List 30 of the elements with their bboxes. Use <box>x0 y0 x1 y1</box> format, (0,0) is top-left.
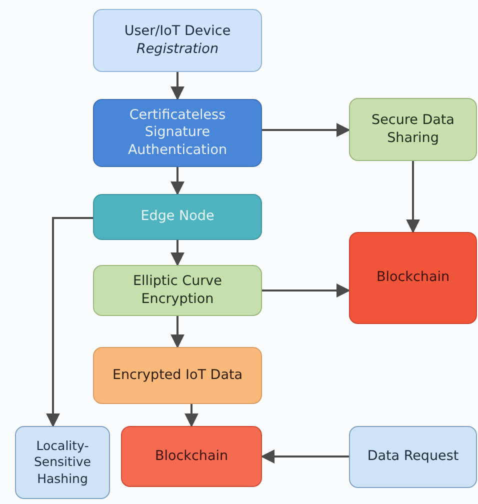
arrow <box>170 316 184 348</box>
process-box <box>121 426 262 487</box>
process-box <box>93 347 262 404</box>
process-box <box>93 99 262 167</box>
process-box <box>93 9 262 72</box>
arrow <box>46 217 93 428</box>
box-label: Locality-Sensitive Hashing <box>33 438 92 487</box>
box-label: Elliptic Curve Encryption <box>132 272 223 308</box>
box-label: Certificateless Signature Authentication <box>126 106 228 160</box>
process-box <box>349 426 477 488</box>
arrow <box>262 284 350 298</box>
arrow <box>260 450 349 464</box>
arrow <box>170 72 184 100</box>
box-label: Edge Node <box>140 208 214 226</box>
box-label: Blockchain <box>154 448 228 466</box>
arrow <box>170 240 184 266</box>
arrow <box>262 123 350 137</box>
process-box <box>15 426 110 499</box>
box-label: Data Request <box>367 448 459 466</box>
process-box <box>93 265 262 316</box>
process-box <box>349 98 477 161</box>
box-label: Encrypted IoT Data <box>112 366 243 384</box>
arrow <box>184 404 198 428</box>
process-box <box>93 194 262 240</box>
box-label: Secure Data Sharing <box>370 112 456 148</box>
process-box <box>349 232 477 324</box>
box-label: Blockchain <box>376 269 450 287</box>
box-label: User/IoT Device Registration <box>123 22 232 58</box>
arrow <box>406 161 420 234</box>
arrow <box>170 167 184 196</box>
